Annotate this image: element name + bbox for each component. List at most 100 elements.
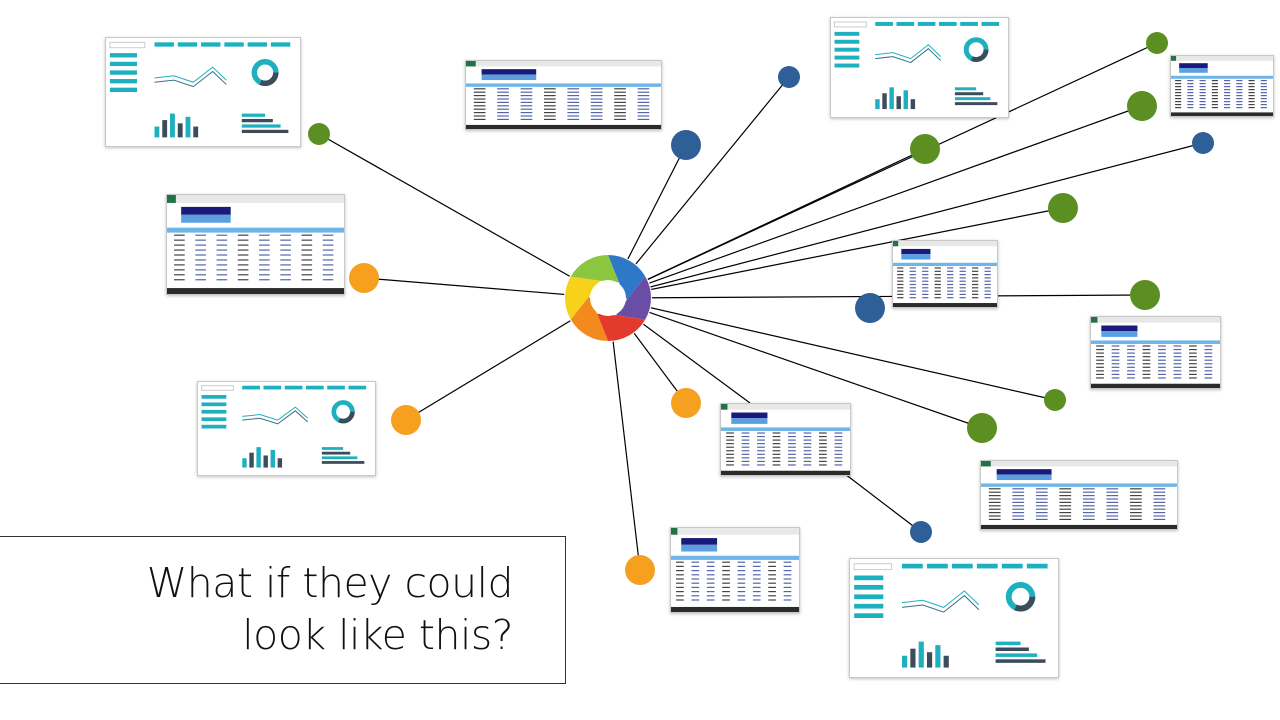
cell	[1236, 98, 1243, 100]
hbar	[954, 97, 991, 101]
cell	[1129, 495, 1142, 497]
cell	[1175, 95, 1182, 97]
cell	[567, 98, 580, 100]
cell	[1127, 366, 1135, 368]
cell	[1248, 89, 1255, 91]
cell	[567, 112, 580, 114]
cell	[726, 453, 734, 455]
cell	[195, 239, 206, 241]
cell	[741, 453, 750, 455]
cell	[1248, 95, 1255, 97]
cell	[1224, 104, 1231, 106]
app-tab	[721, 404, 728, 410]
side-button	[854, 575, 884, 581]
cell	[757, 446, 765, 448]
cell	[803, 464, 812, 466]
cell	[959, 274, 966, 276]
cell	[1175, 104, 1182, 106]
cell	[216, 239, 228, 241]
cell	[934, 283, 941, 286]
cell	[1211, 86, 1218, 88]
cell	[706, 565, 715, 567]
cell	[819, 439, 827, 441]
cell	[988, 491, 1001, 493]
cell	[1173, 363, 1182, 365]
cell	[1127, 373, 1135, 375]
cell	[788, 457, 796, 459]
cell	[737, 599, 746, 601]
cell	[741, 450, 750, 452]
bar	[935, 645, 941, 668]
hbar	[995, 641, 1021, 646]
cell	[520, 98, 533, 100]
cell	[1236, 86, 1243, 88]
side-button	[834, 31, 860, 36]
cell	[1035, 508, 1048, 510]
cell	[1153, 505, 1166, 507]
cell	[174, 239, 185, 241]
cell	[897, 270, 904, 272]
spreadsheet-preview-icon	[671, 528, 799, 612]
cell	[909, 290, 916, 292]
cell	[259, 259, 270, 261]
cell	[934, 277, 941, 279]
cell	[1106, 518, 1119, 520]
cell	[544, 118, 556, 120]
connector-line	[607, 105, 1143, 299]
column-header	[1171, 75, 1273, 79]
donut-segment	[963, 37, 989, 63]
bar	[882, 93, 887, 110]
cell	[280, 234, 291, 236]
column-header	[167, 227, 344, 233]
bar	[193, 126, 199, 138]
app-tab	[466, 61, 476, 67]
header-block	[481, 69, 537, 75]
cell	[783, 591, 792, 593]
hbar	[995, 659, 1046, 663]
cell	[803, 446, 812, 448]
cell	[934, 267, 941, 269]
cell	[1096, 356, 1104, 358]
cell	[783, 586, 792, 588]
trend-line	[242, 410, 309, 425]
cell	[1187, 98, 1194, 100]
cell	[768, 586, 776, 588]
taskbar	[721, 470, 850, 475]
cell	[1111, 366, 1120, 368]
cell	[567, 88, 580, 90]
cell	[722, 574, 730, 576]
cell	[1142, 352, 1151, 354]
bar	[249, 452, 254, 468]
cell	[1199, 104, 1206, 106]
cell	[1204, 370, 1213, 372]
cell	[301, 259, 313, 261]
cell	[1236, 89, 1243, 91]
bar	[270, 449, 275, 468]
cell	[959, 283, 966, 286]
cell	[922, 277, 929, 279]
cell	[1082, 495, 1095, 497]
cell	[788, 439, 796, 441]
cell	[788, 450, 796, 452]
cell	[174, 244, 185, 246]
cell	[544, 91, 556, 93]
cell	[1096, 373, 1104, 375]
hbar	[241, 129, 289, 134]
spreadsheet-thumbnail-bottom-center	[670, 527, 800, 613]
cell	[1142, 370, 1151, 372]
spreadsheet-thumbnail-center-right	[892, 240, 998, 308]
cell	[216, 264, 228, 266]
tab-pill	[917, 21, 936, 26]
cell	[1082, 512, 1095, 514]
dashboard-preview-icon	[834, 21, 1000, 110]
cell	[741, 432, 750, 434]
cell	[1158, 359, 1166, 361]
cell	[1127, 352, 1135, 354]
cell	[1035, 515, 1048, 517]
cell	[237, 259, 249, 261]
hbar	[954, 92, 984, 96]
cell	[1012, 495, 1025, 497]
cell	[1224, 89, 1231, 91]
cell	[1204, 377, 1213, 379]
cell	[947, 274, 954, 276]
